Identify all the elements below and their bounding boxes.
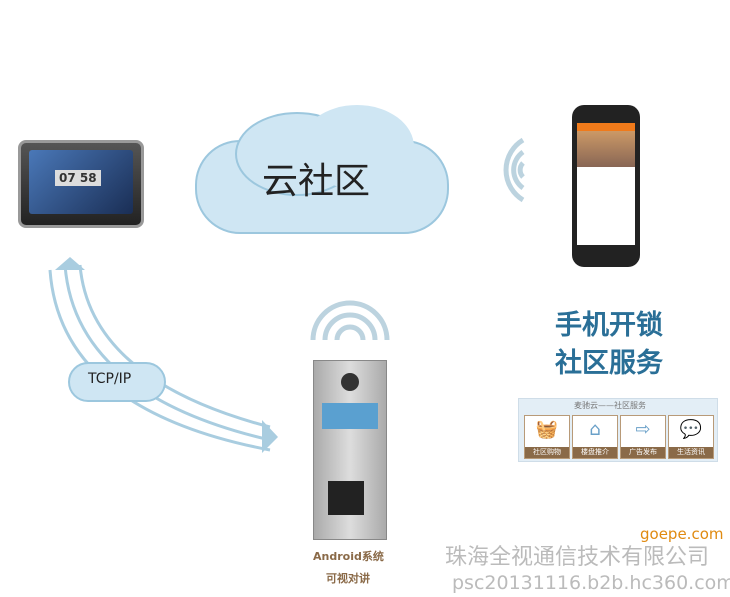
service-item: ⌂楼盘推介 [572, 415, 618, 459]
watermark-badge: goepe.com [640, 525, 724, 543]
exit-icon: ⇨ [635, 419, 651, 440]
service-header: 麦驰云——社区服务 [574, 401, 646, 410]
wireless-signal-icon [310, 300, 390, 341]
intercom-caption-line1: Android系统 [313, 550, 384, 563]
house-icon: ⌂ [589, 419, 601, 440]
watermark-site: psc20131116.b2b.hc360.com [452, 572, 730, 594]
wireless-signal-icon [503, 137, 525, 203]
service-panel: 麦驰云——社区服务 🧺社区购物 ⌂楼盘推介 ⇨广告发布 💬生活资讯 [518, 398, 718, 462]
cloud-label: 云社区 [262, 161, 371, 202]
tcp-cloud [68, 362, 166, 402]
watermark-company: 珠海全视通信技术有限公司 [445, 545, 710, 570]
slogan-line2: 社区服务 [555, 348, 663, 379]
door-intercom [313, 360, 387, 540]
network-arrows [48, 257, 278, 453]
tablet-device: 07 58 [18, 140, 144, 228]
intercom-caption-line2: 可视对讲 [326, 572, 370, 585]
tablet-clock: 07 58 [55, 170, 101, 186]
smartphone [572, 105, 640, 267]
tcp-label: TCP/IP [88, 371, 132, 387]
basket-icon: 🧺 [535, 419, 559, 440]
slogan-line1: 手机开锁 [555, 310, 663, 341]
service-item: 🧺社区购物 [524, 415, 570, 459]
service-item: ⇨广告发布 [620, 415, 666, 459]
service-item: 💬生活资讯 [668, 415, 714, 459]
chat-icon: 💬 [679, 419, 703, 440]
